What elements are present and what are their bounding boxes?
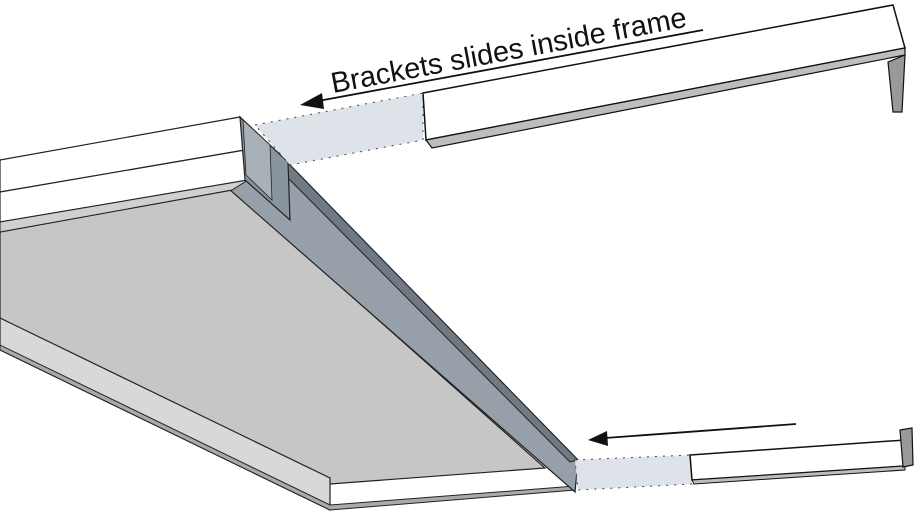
top-arrowhead-icon [300,93,324,109]
bottom-bracket [574,427,914,491]
frame-panel [0,189,547,485]
frame [0,115,579,511]
frame-top-edge [0,179,249,233]
bottom-bracket-leg [899,427,914,468]
top-bracket-ghost-section [254,92,424,166]
top-arrow [300,29,704,109]
bottom-arrow [588,423,797,446]
top-bracket-leg [887,54,906,113]
bottom-arrowhead-icon [588,431,608,446]
frame-corner-block-light [242,119,273,201]
bottom-bracket-flange [691,465,906,485]
bottom-bracket-ghost-section [574,454,693,491]
top-bracket [254,4,906,166]
